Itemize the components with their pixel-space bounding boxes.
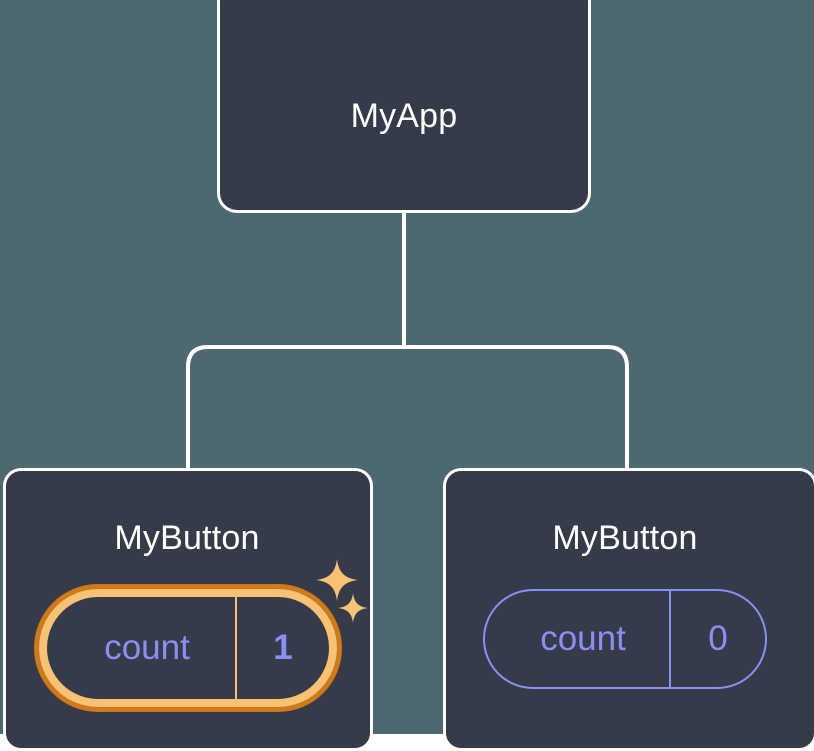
node-mybutton-right[interactable]: MyButton count 0	[443, 468, 814, 751]
state-pill-wrapper-right: count 0	[446, 589, 814, 689]
state-pill-count[interactable]: count 0	[483, 589, 767, 689]
state-pill-wrapper-left: count 1	[6, 589, 370, 707]
node-mybutton-left[interactable]: MyButton count 1	[3, 468, 373, 751]
connector-lines	[186, 213, 629, 469]
node-mybutton-right-label: MyButton	[552, 519, 698, 557]
node-myapp[interactable]: MyApp	[217, 0, 591, 213]
state-pill-count-highlighted[interactable]: count 1	[39, 589, 337, 707]
state-pill-key: count	[104, 628, 190, 667]
state-pill-value: 0	[708, 619, 728, 658]
node-myapp-label: MyApp	[350, 97, 458, 135]
node-mybutton-left-label: MyButton	[114, 519, 260, 557]
state-pill-divider	[235, 597, 237, 699]
connector-branch	[186, 345, 629, 469]
state-pill-value: 1	[273, 628, 293, 667]
state-pill-divider	[669, 591, 671, 687]
state-pill-key: count	[540, 619, 626, 658]
